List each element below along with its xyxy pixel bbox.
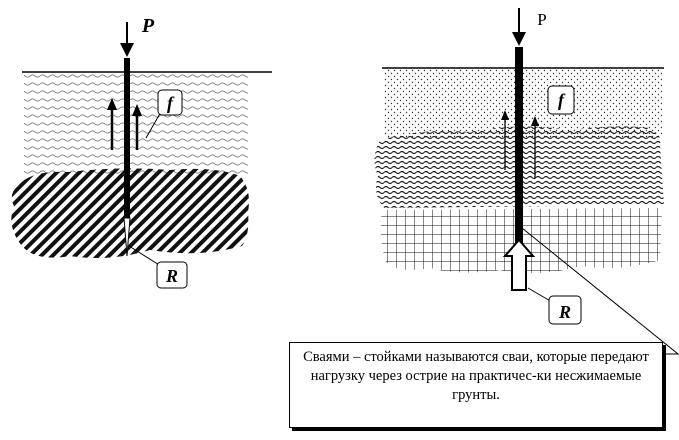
right-friction-arrowhead-1 <box>501 110 509 120</box>
left-friction-arrowhead-1 <box>107 98 117 110</box>
right-friction-label: f <box>558 90 566 110</box>
left-load-label: P <box>141 15 155 37</box>
left-friction-arrowhead-2 <box>132 104 142 116</box>
left-pile <box>124 58 130 218</box>
left-friction-label: f <box>167 93 175 113</box>
right-caption-leader <box>521 227 679 355</box>
right-tip-leader <box>527 287 553 303</box>
right-tip-label-box <box>548 295 582 325</box>
left-tip-label-box <box>156 261 188 289</box>
left-diagram: P f R <box>11 15 272 289</box>
right-diagram: P f R <box>374 8 679 355</box>
right-tip-reaction-shaft <box>514 260 524 288</box>
right-friction-label-box <box>547 85 575 115</box>
left-tip-reaction-label: R <box>165 266 178 286</box>
left-friction-leader <box>145 109 163 139</box>
left-dense-soil-layer <box>11 168 250 258</box>
right-pile <box>515 47 523 243</box>
caption-box: Сваями – стойками называются сваи, котор… <box>289 342 663 428</box>
right-tip-reaction-label: R <box>558 302 571 322</box>
right-load-arrowhead <box>512 32 526 46</box>
right-friction-arrowhead-2 <box>531 116 539 126</box>
right-load-label: P <box>537 10 546 29</box>
left-load-arrowhead <box>120 43 134 57</box>
left-pile-tip <box>123 217 131 257</box>
caption-text: Сваями – стойками называются сваи, котор… <box>303 349 649 403</box>
left-friction-label-box <box>157 89 183 116</box>
